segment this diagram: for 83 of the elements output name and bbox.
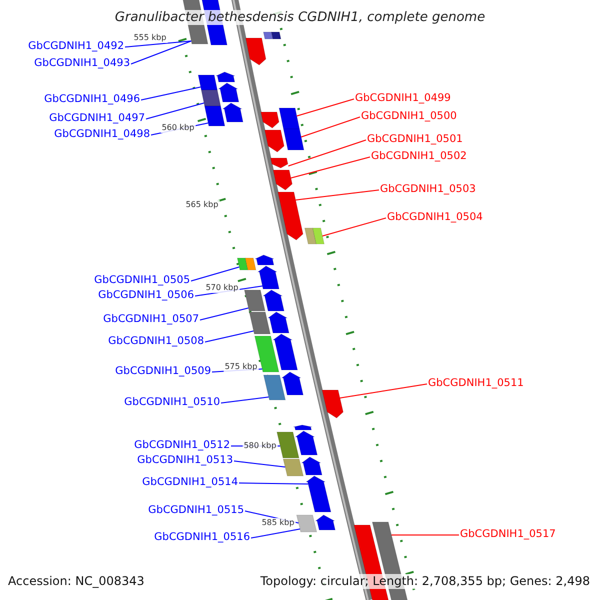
gene-feature (216, 72, 236, 82)
leader-line (200, 308, 249, 320)
gene-feature (262, 290, 284, 312)
gene-label: GbCGDNIH1_0517 (460, 528, 556, 540)
gene-feature (267, 312, 290, 334)
gene-label: GbCGDNIH1_0504 (387, 210, 483, 224)
scale-label: 565 kbp (184, 200, 220, 210)
scale-label: 575 kbp (224, 362, 258, 372)
gene-label: GbCGDNIH1_0496 (44, 92, 140, 106)
scale-label: 570 kbp (204, 283, 240, 293)
accession-text: Accession: NC_008343 (8, 574, 144, 589)
leader-line (300, 116, 360, 138)
gene-feature (263, 32, 282, 40)
gene-feature (305, 476, 332, 512)
gene-feature (283, 128, 304, 150)
leader-line (130, 40, 192, 64)
gene-label: GbCGDNIH1_0493 (34, 56, 130, 70)
gene-feature (244, 290, 266, 312)
leader-line (288, 140, 366, 166)
gene-label: GbCGDNIH1_0509 (115, 364, 211, 378)
gene-label: GbCGDNIH1_0512 (134, 438, 230, 452)
genome-info-text: Topology: circular; Length: 2,708,355 bp; Genes: 2,498 (260, 574, 590, 589)
gene-label: GbCGDNIH1_0499 (355, 92, 451, 104)
gene-feature (322, 390, 344, 418)
leader-line (250, 528, 300, 538)
gene-label: GbCGDNIH1_0515 (148, 504, 244, 516)
gene-label: GbCGDNIH1_0492 (28, 40, 124, 52)
scale-label: 560 kbp (160, 123, 196, 133)
gene-label: GbCGDNIH1_0510 (124, 396, 220, 408)
gene-feature (276, 432, 300, 458)
gene-feature (204, 106, 226, 126)
gene-feature (272, 334, 298, 370)
gene-feature (264, 130, 284, 152)
gene-label: GbCGDNIH1_0500 (361, 110, 457, 122)
leader-line (322, 218, 386, 236)
leader-line (339, 384, 428, 398)
gene-label: GbCGDNIH1_0498 (54, 128, 150, 140)
gene-feature (200, 90, 221, 106)
leader-line (390, 534, 460, 536)
gene-label: GbCGDNIH1_0511 (428, 376, 524, 390)
gene-label: GbCGDNIH1_0514 (142, 476, 238, 488)
gene-feature (222, 102, 244, 122)
gene-label: GbCGDNIH1_0497 (49, 112, 145, 124)
gene-feature (294, 430, 318, 456)
leader-line (290, 156, 370, 178)
gene-feature (280, 372, 304, 396)
scale-label: 580 kbp (242, 441, 278, 451)
leader-line (296, 98, 354, 116)
gene-feature (198, 74, 218, 90)
gene-label: GbCGDNIH1_0502 (371, 150, 467, 162)
gene-feature (278, 108, 300, 130)
leader-line (124, 40, 192, 48)
gene-label: GbCGDNIH1_0503 (380, 182, 476, 196)
leader-line (190, 266, 240, 282)
gene-feature (314, 514, 336, 530)
gene-feature (248, 312, 271, 334)
gene-label: GbCGDNIH1_0508 (108, 334, 204, 348)
gene-feature (254, 254, 274, 266)
gene-feature (282, 458, 304, 476)
gene-feature (218, 82, 240, 102)
gene-feature (257, 266, 280, 290)
leader-line (234, 460, 286, 468)
leader-line (204, 330, 254, 342)
leader-line (295, 190, 380, 200)
gene-feature (292, 424, 312, 430)
gene-feature (260, 112, 280, 128)
leader-line (146, 102, 205, 120)
gene-feature (296, 514, 318, 532)
scale-label: 555 kbp (132, 33, 168, 43)
gene-label: GbCGDNIH1_0501 (367, 132, 463, 146)
leader-line (220, 396, 270, 404)
gene-label: GbCGDNIH1_0507 (103, 312, 199, 326)
gene-label: GbCGDNIH1_0513 (137, 454, 233, 466)
gene-label: GbCGDNIH1_0505 (94, 274, 190, 286)
scale-label: 585 kbp (260, 518, 296, 528)
gene-feature (263, 374, 286, 400)
gene-feature (300, 456, 322, 476)
gene-label: GbCGDNIH1_0506 (98, 288, 194, 302)
leader-line (140, 86, 202, 100)
gene-feature (236, 258, 256, 270)
gene-feature (245, 38, 266, 66)
gene-label: GbCGDNIH1_0516 (154, 530, 250, 544)
gene-feature (304, 228, 325, 244)
